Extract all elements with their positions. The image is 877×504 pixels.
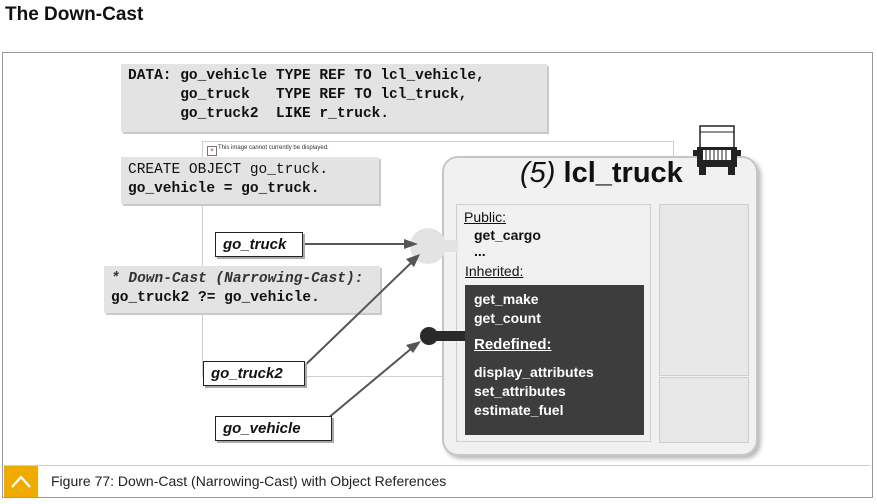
code-box-cast: * Down-Cast (Narrowing-Cast): go_truck2 … [104,266,380,313]
public-label: Public: [464,209,507,225]
ref-go-vehicle: go_vehicle [215,416,332,441]
ref-go-vehicle-label: go_vehicle [223,420,301,437]
inherited-label: Inherited: [465,263,524,279]
public-method: ... [474,243,486,259]
ref-go-truck2: go_truck2 [203,361,305,386]
figure-caption-bar: Figure 77: Down-Cast (Narrowing-Cast) wi… [4,465,870,497]
public-method: get_cargo [474,227,541,243]
redefined-method: display_attributes [474,364,594,380]
inherited-methods-panel: get_make get_count Redefined: display_at… [465,285,644,435]
page-title: The Down-Cast [5,4,144,25]
code-line: go_truck2 ?= go_vehicle. [111,290,320,306]
redefined-method: estimate_fuel [474,402,564,418]
object-number: (5) [520,157,556,189]
broken-image-text: This image cannot currently be displayed… [218,145,329,151]
inherited-method: get_make [474,291,539,307]
broken-image-icon: × [207,146,217,156]
attributes-panel [659,204,749,376]
code-line: DATA: go_vehicle TYPE REF TO lcl_vehicle… [128,68,485,84]
object-class-name: lcl_truck [563,157,683,189]
figure-caption: Figure 77: Down-Cast (Narrowing-Cast) wi… [51,473,447,489]
object-title: (5) lcl_truck [520,157,683,190]
code-box-create: CREATE OBJECT go_truck. go_vehicle = go_… [121,157,379,204]
ref-go-truck: go_truck [215,232,303,257]
inherited-method: get_count [474,310,541,326]
code-comment: * Down-Cast (Narrowing-Cast): [111,271,364,287]
code-line: go_truck2 LIKE r_truck. [128,106,390,122]
code-box-declaration: DATA: go_vehicle TYPE REF TO lcl_vehicle… [121,64,547,132]
code-line: go_vehicle = go_truck. [128,181,320,197]
ref-go-truck-label: go_truck [223,236,287,253]
code-line: go_truck TYPE REF TO lcl_truck, [128,87,468,103]
attributes-panel-lower [659,377,749,443]
ref-go-truck2-label: go_truck2 [211,365,283,382]
redefined-label: Redefined: [474,336,552,353]
code-line: CREATE OBJECT go_truck. [128,162,329,178]
chevron-up-icon[interactable] [4,466,38,497]
methods-panel [456,204,651,442]
redefined-method: set_attributes [474,383,566,399]
